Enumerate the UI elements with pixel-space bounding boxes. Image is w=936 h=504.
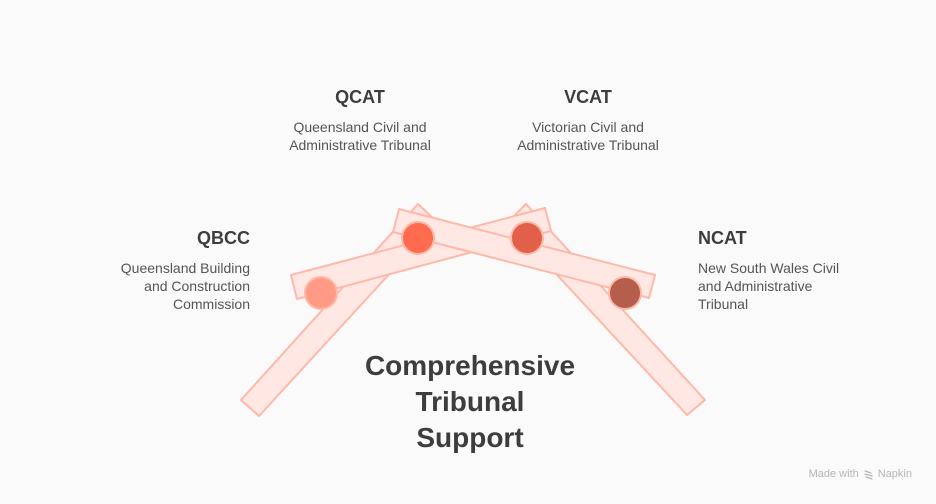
ncat-title: NCAT (698, 228, 747, 248)
qbcc-desc-line: Queensland Building (120, 260, 250, 276)
ncat-desc-line: and Administrative (698, 278, 813, 294)
vcat-node-dot[interactable] (510, 221, 544, 255)
qbcc-desc-line: and Construction (144, 278, 250, 294)
qcat-description: Queensland Civil and Administrative Trib… (270, 118, 450, 154)
qcat-label: QCAT Queensland Civil and Administrative… (270, 86, 450, 154)
qcat-desc-line: Administrative Tribunal (289, 137, 431, 153)
center-title-line: Comprehensive (364, 350, 576, 381)
qbcc-description: Queensland Building and Construction Com… (90, 259, 250, 313)
vcat-desc-line: Victorian Civil and (532, 119, 644, 135)
qbcc-desc-line: Commission (172, 296, 250, 312)
center-title-line: Support (416, 422, 524, 453)
vcat-label: VCAT Victorian Civil and Administrative … (498, 86, 678, 154)
vcat-title: VCAT (564, 87, 612, 107)
qcat-desc-line: Queensland Civil and (293, 119, 427, 135)
ncat-label: NCAT New South Wales Civil and Administr… (698, 227, 868, 313)
napkin-logo-icon (864, 469, 873, 480)
qbcc-label: QBCC Queensland Building and Constructio… (90, 227, 250, 313)
watermark-brand: Napkin (877, 468, 912, 480)
ncat-description: New South Wales Civil and Administrative… (698, 259, 868, 313)
ncat-node-dot[interactable] (608, 276, 642, 310)
center-title-line: Tribunal (415, 386, 525, 417)
ncat-desc-line: Tribunal (698, 296, 749, 312)
qbcc-node-dot[interactable] (304, 276, 338, 310)
center-title: Comprehensive Tribunal Support (340, 348, 600, 456)
ncat-desc-line: New South Wales Civil (698, 260, 840, 276)
qbcc-title: QBCC (197, 228, 250, 248)
qcat-title: QCAT (335, 87, 385, 107)
napkin-watermark[interactable]: Made with Napkin (809, 468, 912, 480)
qcat-node-dot[interactable] (401, 221, 435, 255)
vcat-desc-line: Administrative Tribunal (517, 137, 659, 153)
vcat-description: Victorian Civil and Administrative Tribu… (498, 118, 678, 154)
watermark-prefix: Made with (808, 468, 859, 480)
